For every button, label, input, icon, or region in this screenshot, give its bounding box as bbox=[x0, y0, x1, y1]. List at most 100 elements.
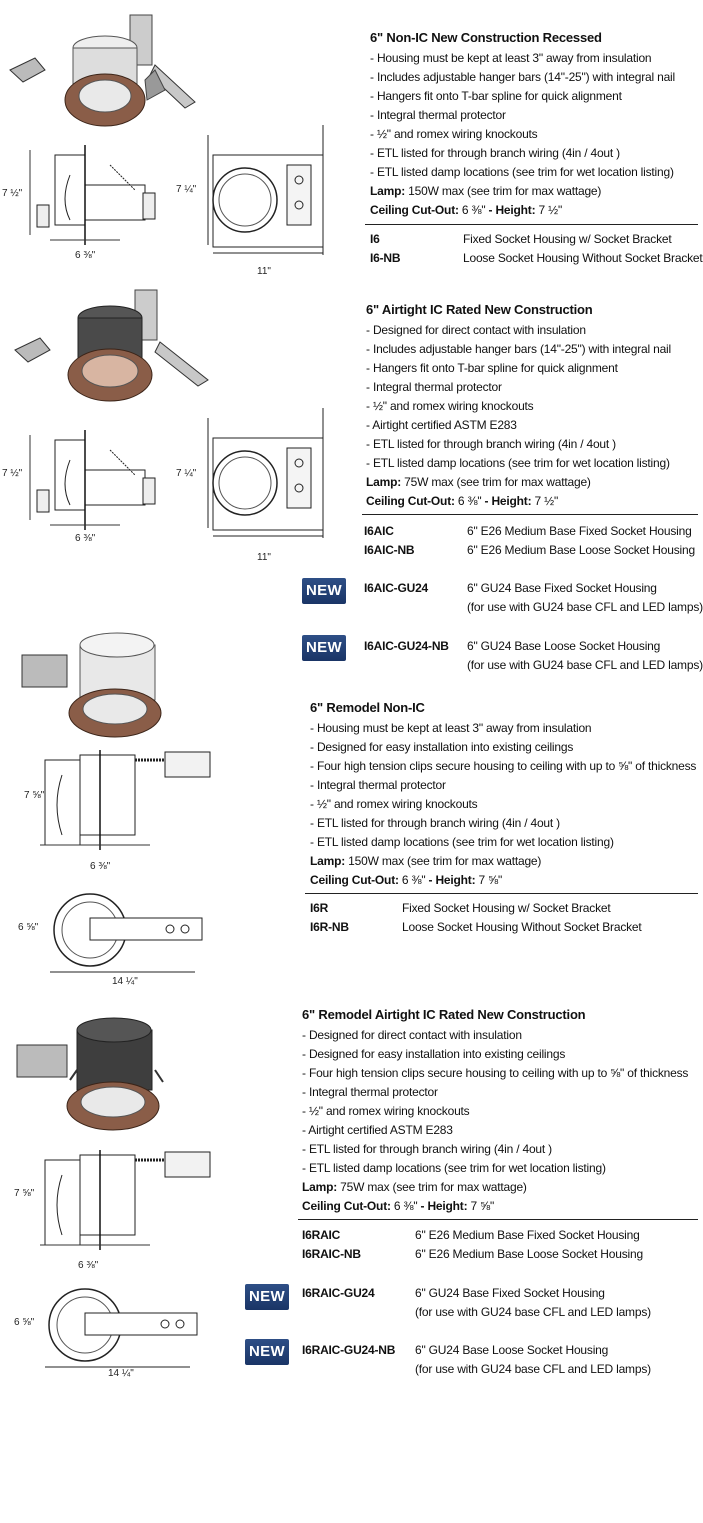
divider bbox=[365, 224, 698, 225]
model-desc: 6" GU24 Base Fixed Socket Housing bbox=[415, 1286, 605, 1300]
feature-item: Includes adjustable hanger bars (14"-25"… bbox=[370, 68, 675, 87]
feature-item: ETL listed damp locations (see trim for … bbox=[366, 454, 671, 473]
model-row: I6 Fixed Socket Housing w/ Socket Bracke… bbox=[370, 230, 698, 248]
section-title: 6" Remodel Non-IC bbox=[310, 700, 425, 715]
new-badge: NEW bbox=[302, 578, 346, 604]
model-code: I6-NB bbox=[370, 251, 401, 265]
model-code: I6RAIC bbox=[302, 1228, 341, 1242]
model-desc: Loose Socket Housing Without Socket Brac… bbox=[463, 251, 703, 265]
feature-list: Designed for direct contact with insulat… bbox=[302, 1026, 688, 1178]
model-desc: Fixed Socket Housing w/ Socket Bracket bbox=[402, 901, 611, 915]
model-desc: Fixed Socket Housing w/ Socket Bracket bbox=[463, 232, 672, 246]
cutout-spec: Ceiling Cut-Out: 6 ⅜" - Height: 7 ½" bbox=[366, 494, 559, 508]
plan-view-drawing-icon bbox=[207, 125, 324, 255]
feature-list: Housing must be kept at least 3" away fr… bbox=[370, 49, 675, 182]
model-desc: 6" GU24 Base Loose Socket Housing bbox=[415, 1343, 609, 1357]
model-code: I6AIC-GU24-NB bbox=[364, 639, 449, 653]
housing-photo-icon bbox=[21, 632, 162, 738]
model-row: I6AIC-NB 6" E26 Medium Base Loose Socket… bbox=[364, 541, 698, 559]
feature-item: Integral thermal protector bbox=[302, 1083, 688, 1102]
lamp-spec: Lamp: 75W max (see trim for max wattage) bbox=[302, 1180, 527, 1194]
feature-item: Designed for direct contact with insulat… bbox=[366, 321, 671, 340]
feature-item: ETL listed for through branch wiring (4i… bbox=[310, 814, 696, 833]
dim-height: 7 ⅝" bbox=[14, 1188, 35, 1199]
dim-height: 7 ½" bbox=[2, 468, 23, 479]
feature-item: ETL listed for through branch wiring (4i… bbox=[366, 435, 671, 454]
feature-item: Housing must be kept at least 3" away fr… bbox=[370, 49, 675, 68]
model-code: I6RAIC-GU24 bbox=[302, 1286, 375, 1300]
side-elevation-drawing-icon bbox=[29, 430, 156, 530]
model-row: I6RAIC 6" E26 Medium Base Fixed Socket H… bbox=[302, 1226, 698, 1244]
cutout-spec: Ceiling Cut-Out: 6 ⅜" - Height: 7 ⅝" bbox=[302, 1199, 495, 1213]
feature-item: ETL listed for through branch wiring (4i… bbox=[302, 1140, 688, 1159]
model-code: I6R-NB bbox=[310, 920, 349, 934]
model-desc: Loose Socket Housing Without Socket Brac… bbox=[402, 920, 642, 934]
feature-item: Airtight certified ASTM E283 bbox=[302, 1121, 688, 1140]
model-row: I6RAIC-NB 6" E26 Medium Base Loose Socke… bbox=[302, 1245, 698, 1263]
side-elevation-drawing-icon bbox=[29, 145, 156, 245]
section-airtight-ic-new-construction: 7 ½" 6 ⅜" 7 ¼" 11" 6" Airtight IC Rated … bbox=[0, 280, 703, 680]
housing-photo-icon bbox=[9, 14, 196, 127]
feature-item: Airtight certified ASTM E283 bbox=[366, 416, 671, 435]
feature-item: ½" and romex wiring knockouts bbox=[366, 397, 671, 416]
feature-list: Designed for direct contact with insulat… bbox=[366, 321, 671, 473]
dim-height: 7 ½" bbox=[2, 188, 23, 199]
feature-item: ETL listed damp locations (see trim for … bbox=[302, 1159, 688, 1178]
housing-photo-icon bbox=[16, 1017, 164, 1131]
model-code: I6R bbox=[310, 901, 329, 915]
cutout-spec: Ceiling Cut-Out: 6 ⅜" - Height: 7 ½" bbox=[370, 203, 563, 217]
feature-item: ½" and romex wiring knockouts bbox=[370, 125, 675, 144]
section-remodel-non-ic: 7 ⅝" 6 ⅜" 6 ⅝" 14 ¼" 6" Remodel Non-IC H… bbox=[0, 620, 698, 1000]
model-row: I6-NB Loose Socket Housing Without Socke… bbox=[370, 249, 703, 267]
dim-height: 7 ⅝" bbox=[24, 790, 45, 801]
model-desc: 6" E26 Medium Base Fixed Socket Housing bbox=[415, 1228, 640, 1242]
feature-item: Hangers fit onto T-bar spline for quick … bbox=[366, 359, 671, 378]
feature-item: ½" and romex wiring knockouts bbox=[302, 1102, 688, 1121]
side-elevation-drawing-icon bbox=[40, 750, 211, 850]
section-title: 6" Non-IC New Construction Recessed bbox=[370, 30, 602, 45]
dim-plan-width: 11" bbox=[257, 266, 271, 277]
feature-item: Hangers fit onto T-bar spline for quick … bbox=[370, 87, 675, 106]
feature-item: Integral thermal protector bbox=[366, 378, 671, 397]
section-remodel-airtight-ic: 7 ⅝" 6 ⅜" 6 ⅝" 14 ¼" 6" Remodel Airtight… bbox=[0, 1000, 698, 1420]
model-code: I6AIC-GU24 bbox=[364, 581, 429, 595]
feature-item: Housing must be kept at least 3" away fr… bbox=[310, 719, 696, 738]
housing-photo-icon bbox=[14, 289, 209, 402]
dim-plan-height: 6 ⅝" bbox=[18, 922, 39, 933]
model-code: I6RAIC-NB bbox=[302, 1247, 361, 1261]
model-desc: 6" E26 Medium Base Loose Socket Housing bbox=[415, 1247, 643, 1261]
model-note: (for use with GU24 base CFL and LED lamp… bbox=[415, 1362, 651, 1376]
dim-plan-width: 14 ¼" bbox=[112, 976, 138, 987]
dim-width: 6 ⅜" bbox=[75, 533, 96, 544]
feature-item: ETL listed damp locations (see trim for … bbox=[310, 833, 696, 852]
model-code: I6 bbox=[370, 232, 380, 246]
section-title: 6" Airtight IC Rated New Construction bbox=[366, 302, 593, 317]
feature-item: ETL listed damp locations (see trim for … bbox=[370, 163, 675, 182]
model-code: I6RAIC-GU24-NB bbox=[302, 1343, 396, 1357]
feature-item: Four high tension clips secure housing t… bbox=[302, 1064, 688, 1083]
model-desc: 6" GU24 Base Fixed Socket Housing bbox=[467, 581, 657, 595]
lamp-spec: Lamp: 150W max (see trim for max wattage… bbox=[310, 854, 542, 868]
feature-item: Designed for direct contact with insulat… bbox=[302, 1026, 688, 1045]
plan-view-drawing-icon bbox=[45, 1288, 198, 1368]
model-code: I6AIC bbox=[364, 524, 394, 538]
divider bbox=[362, 514, 698, 515]
model-desc: 6" E26 Medium Base Fixed Socket Housing bbox=[467, 524, 692, 538]
model-desc: 6" GU24 Base Loose Socket Housing bbox=[467, 639, 661, 653]
dim-width: 6 ⅜" bbox=[78, 1260, 99, 1271]
new-badge: NEW bbox=[245, 1339, 289, 1365]
model-note: (for use with GU24 base CFL and LED lamp… bbox=[467, 600, 703, 614]
model-desc: 6" E26 Medium Base Loose Socket Housing bbox=[467, 543, 695, 557]
model-row: I6AIC-GU24-NB 6" GU24 Base Loose Socket … bbox=[364, 637, 703, 675]
model-row: I6RAIC-GU24 6" GU24 Base Fixed Socket Ho… bbox=[302, 1284, 698, 1322]
model-note: (for use with GU24 base CFL and LED lamp… bbox=[467, 658, 703, 672]
feature-item: Designed for easy installation into exis… bbox=[302, 1045, 688, 1064]
dim-plan-height: 7 ¼" bbox=[176, 468, 197, 479]
feature-item: ½" and romex wiring knockouts bbox=[310, 795, 696, 814]
side-elevation-drawing-icon bbox=[40, 1150, 211, 1250]
plan-view-drawing-icon bbox=[50, 893, 203, 973]
lamp-spec: Lamp: 75W max (see trim for max wattage) bbox=[366, 475, 591, 489]
feature-item: Four high tension clips secure housing t… bbox=[310, 757, 696, 776]
model-row: I6AIC-GU24 6" GU24 Base Fixed Socket Hou… bbox=[364, 579, 703, 617]
dim-width: 6 ⅜" bbox=[90, 861, 111, 872]
